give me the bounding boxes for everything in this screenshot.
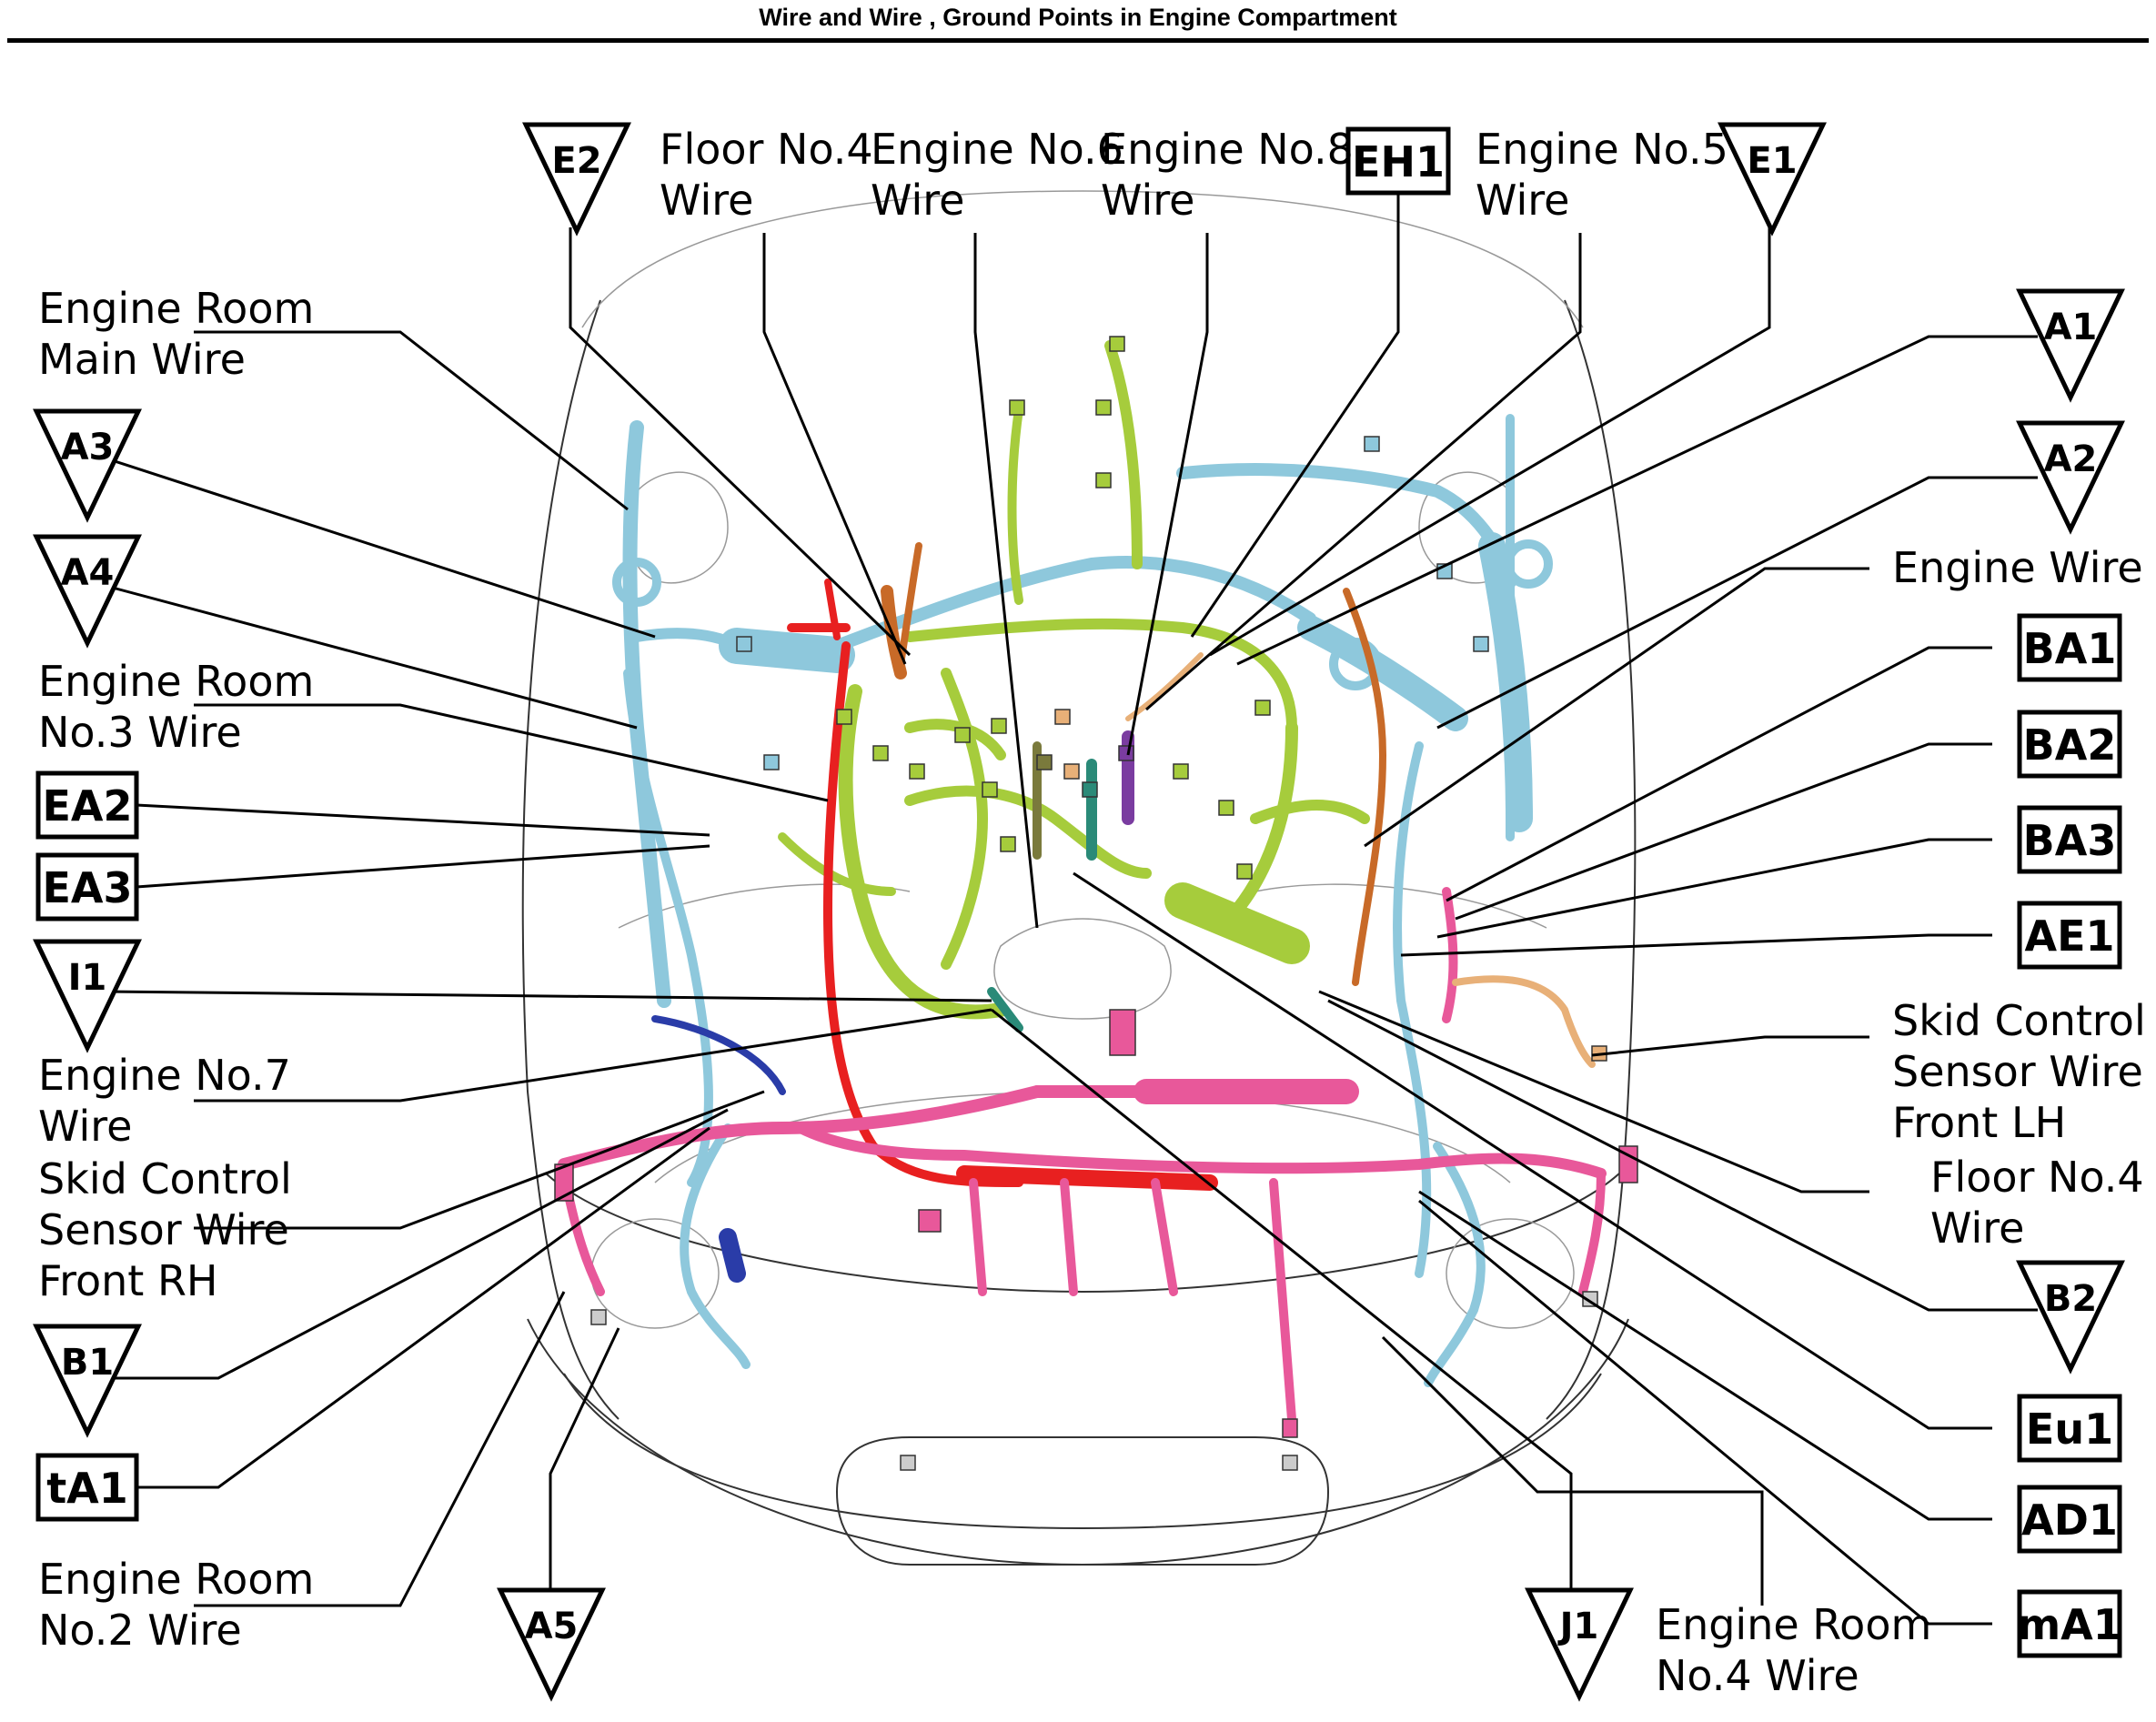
label-skid-control-sensor-wire-front-rh: Skid Control Sensor Wire Front RH (38, 1154, 305, 1305)
page-title: Wire and Wire , Ground Points in Engine … (759, 4, 1397, 31)
label-engine-room-no3-wire: Engine Room No.3 Wire (38, 657, 327, 757)
leader-skid-rh (194, 1090, 765, 1230)
connector-ea2: EA2 (35, 770, 139, 840)
svg-text:EA3: EA3 (42, 863, 132, 912)
ground-point-b2: B2 (2016, 1260, 2125, 1375)
leader-e1 (1209, 227, 1771, 657)
leader-ba2 (1455, 742, 1992, 921)
connector-eu1: Eu1 (2017, 1394, 2122, 1463)
leader-b1 (109, 1108, 729, 1380)
connector-ea3: EA3 (35, 852, 139, 921)
engine-wire-harness (558, 340, 1607, 1424)
connector-eh1: EH1 (1345, 126, 1451, 196)
svg-text:I1: I1 (68, 957, 107, 999)
leader-e2 (569, 227, 912, 657)
svg-text:A4: A4 (61, 552, 115, 594)
svg-text:A5: A5 (525, 1606, 579, 1647)
leader-eu1 (1073, 871, 1992, 1430)
leader-ba1 (1446, 646, 1992, 902)
connector-ba1: BA1 (2017, 613, 2122, 682)
leader-floor-no4-wire-right (1318, 990, 1869, 1193)
svg-text:B1: B1 (61, 1342, 114, 1384)
leader-ba3 (1436, 838, 1992, 939)
label-floor-no4-wire-top: Floor No.4 Wire (660, 125, 886, 225)
ground-point-b1: B1 (33, 1324, 142, 1438)
label-engine-room-no4-wire: Engine Room No.4 Wire (1656, 1600, 1945, 1700)
leader-engine-wire (1364, 567, 1869, 848)
leader-b2 (1327, 999, 2038, 1312)
svg-text:tA1: tA1 (46, 1464, 128, 1513)
connector-ad1: AD1 (2017, 1485, 2122, 1554)
svg-text:EA2: EA2 (42, 781, 132, 831)
ground-point-a3: A3 (33, 408, 142, 523)
leader-j1 (991, 1008, 1573, 1590)
ground-point-e2: E2 (522, 122, 631, 237)
ground-point-a1: A1 (2016, 288, 2125, 403)
leader-engine-no7-wire (194, 1008, 992, 1103)
connector-ba3: BA3 (2017, 805, 2122, 874)
leader-eh1 (1190, 193, 1400, 638)
svg-text:AD1: AD1 (2021, 1495, 2118, 1545)
leader-engine-room-no2-wire (194, 1291, 566, 1607)
ground-point-a5: A5 (497, 1587, 606, 1702)
leader-ea3 (136, 844, 710, 889)
svg-text:A3: A3 (61, 427, 115, 468)
leader-a1 (1236, 335, 2038, 666)
svg-text:A2: A2 (2044, 438, 2098, 480)
leader-a3 (108, 458, 656, 639)
ground-point-a4: A4 (33, 534, 142, 649)
svg-text:Eu1: Eu1 (2026, 1405, 2113, 1454)
connector-ba2: BA2 (2017, 710, 2122, 779)
label-engine-wire: Engine Wire (1892, 543, 2143, 592)
svg-text:EH1: EH1 (1352, 137, 1445, 186)
leader-engine-room-no3-wire (194, 703, 829, 802)
connector-ae1: AE1 (2017, 901, 2122, 970)
label-engine-no8-wire: Engine No.8 Wire (1101, 125, 1367, 225)
leader-engine-no6-wire (973, 233, 1039, 929)
ground-point-j1: J1 (1525, 1587, 1634, 1702)
leader-ae1 (1400, 933, 1992, 957)
svg-text:J1: J1 (1557, 1606, 1599, 1647)
leader-a2 (1436, 476, 2038, 730)
svg-text:A1: A1 (2044, 307, 2098, 348)
leader-a4 (108, 585, 638, 730)
leader-lines (108, 193, 2038, 1626)
leader-floor-no4-wire-top (762, 233, 907, 665)
leader-ma1 (1418, 1199, 1992, 1626)
leader-a5 (549, 1327, 620, 1590)
leader-ea2 (136, 803, 710, 837)
leader-ad1 (1418, 1190, 1992, 1521)
leader-engine-room-no4-wire (1381, 1335, 1764, 1606)
connector-ta1: tA1 (35, 1453, 139, 1522)
ground-point-a2: A2 (2016, 420, 2125, 535)
label-skid-control-sensor-wire-front-lh: Skid Control Sensor Wire Front LH (1892, 996, 2156, 1147)
leader-engine-no5-wire (1145, 233, 1582, 711)
leader-skid-lh (1591, 1035, 1869, 1057)
svg-text:E2: E2 (551, 140, 601, 182)
svg-text:E1: E1 (1747, 140, 1797, 182)
svg-text:BA1: BA1 (2023, 624, 2117, 673)
label-engine-room-no2-wire: Engine Room No.2 Wire (38, 1555, 327, 1655)
ground-point-e1: E1 (1718, 122, 1827, 237)
label-engine-room-main-wire: Engine Room Main Wire (38, 284, 327, 384)
label-engine-no5-wire: Engine No.5 Wire (1476, 125, 1742, 225)
leader-i1 (108, 990, 992, 1002)
svg-text:mA1: mA1 (2017, 1600, 2122, 1649)
svg-text:AE1: AE1 (2024, 911, 2114, 961)
connector-ma1: mA1 (2017, 1589, 2122, 1658)
leader-ta1 (136, 1126, 710, 1489)
label-engine-no7-wire: Engine No.7 Wire (38, 1051, 305, 1151)
svg-text:BA3: BA3 (2023, 816, 2117, 865)
ground-point-i1: I1 (33, 939, 142, 1053)
svg-text:BA2: BA2 (2023, 720, 2117, 770)
leader-engine-room-main-wire (194, 330, 629, 511)
label-engine-no6-wire: Engine No.6 Wire (871, 125, 1137, 225)
svg-text:B2: B2 (2044, 1278, 2097, 1320)
leader-engine-no8-wire (1126, 233, 1209, 756)
label-floor-no4-wire-right: Floor No.4 Wire (1930, 1153, 2156, 1253)
title-rule (7, 38, 2149, 43)
